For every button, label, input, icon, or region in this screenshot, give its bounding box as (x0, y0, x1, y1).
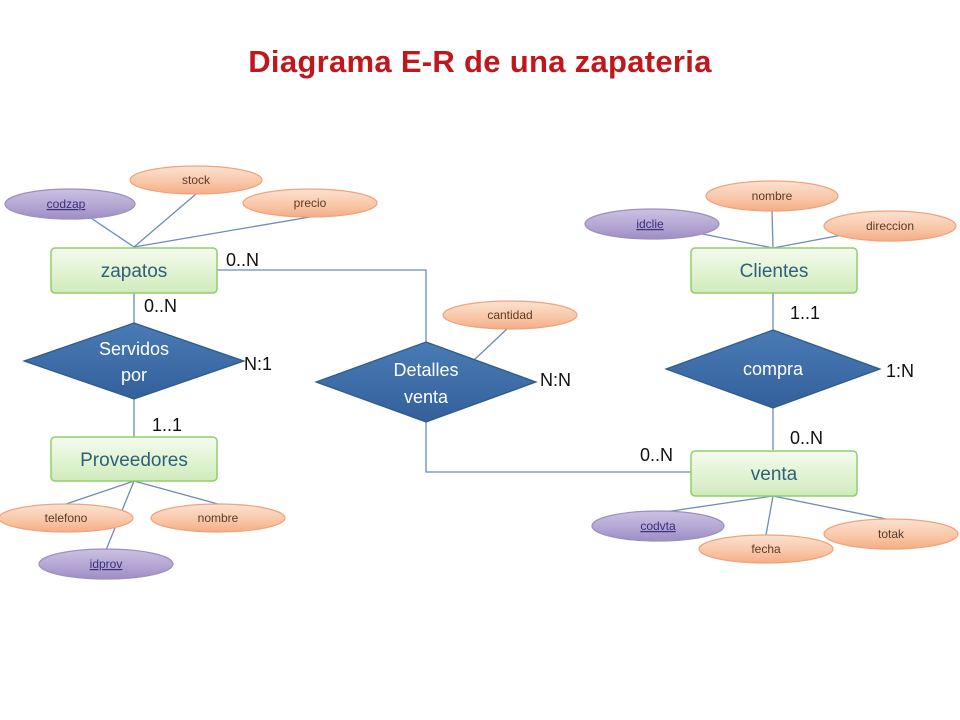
cardinality-venta-detalles: 0..N (640, 445, 673, 465)
attribute-nombre-cliente[interactable]: nombre (705, 180, 839, 212)
cardinality-venta-compra: 0..N (790, 428, 823, 448)
attribute-stock[interactable]: stock (129, 165, 263, 195)
attribute-codzap-label: codzap (47, 197, 86, 211)
relationship-detalles-venta-line1: Detalles (393, 360, 458, 380)
attribute-nombre-proveedor-label: nombre (198, 511, 239, 525)
attribute-totak[interactable]: totak (823, 518, 959, 550)
attribute-idclie[interactable]: idclie (584, 208, 720, 240)
attribute-totak-label: totak (878, 527, 905, 541)
entity-venta-label: venta (751, 464, 798, 485)
entity-zapatos[interactable]: zapatos (50, 247, 218, 294)
attribute-codzap[interactable]: codzap (4, 188, 136, 220)
entity-zapatos-label: zapatos (101, 261, 168, 282)
relationship-compra[interactable]: compra (664, 329, 882, 409)
attribute-idprov-label: idprov (90, 557, 123, 571)
attribute-cantidad[interactable]: cantidad (442, 300, 578, 330)
entity-proveedores-label: Proveedores (80, 450, 188, 471)
entity-clientes[interactable]: Clientes (690, 247, 858, 294)
relationship-detalles-venta-line2: venta (404, 387, 449, 407)
cardinality-proveedores-servidos: 1..1 (152, 415, 182, 435)
relationship-servidos-por-line2: por (121, 365, 147, 385)
attribute-direccion-label: direccion (866, 219, 914, 233)
line-venta-fecha (765, 495, 774, 536)
relationship-servidos-por-line1: Servidos (99, 339, 169, 359)
attribute-codvta[interactable]: codvta (591, 510, 725, 542)
relationship-detalles-venta[interactable]: Detalles venta (314, 341, 538, 423)
attribute-fecha[interactable]: fecha (698, 534, 834, 564)
line-zapatos-detalles (217, 269, 427, 342)
attribute-telefono[interactable]: telefono (0, 503, 134, 533)
cardinality-compra-ratio: 1:N (886, 361, 914, 381)
attribute-precio-label: precio (294, 196, 327, 210)
line-cantidad-detalles (473, 327, 509, 361)
line-precio-zapatos (133, 216, 311, 248)
entity-venta[interactable]: venta (690, 450, 858, 497)
cardinality-detalles-ratio: N:N (540, 370, 571, 390)
attribute-precio[interactable]: precio (242, 188, 378, 218)
line-venta-codvta (657, 495, 774, 514)
attribute-idprov[interactable]: idprov (38, 548, 174, 580)
attribute-telefono-label: telefono (45, 511, 88, 525)
entity-clientes-label: Clientes (740, 261, 809, 282)
attribute-idclie-label: idclie (636, 217, 664, 231)
attribute-nombre-proveedor[interactable]: nombre (150, 503, 286, 533)
page-title: Diagrama E-R de una zapateria (248, 44, 712, 79)
cardinality-servidos-ratio: N:1 (244, 354, 272, 374)
line-detalles-venta (425, 422, 691, 473)
relationship-servidos-por[interactable]: Servidos por (22, 322, 246, 400)
cardinality-labels: 0..N 0..N N:1 1..1 N:N 0..N 1..1 1:N 0..… (144, 250, 914, 465)
cardinality-zapatos-detalles: 0..N (226, 250, 259, 270)
cardinality-clientes-compra: 1..1 (790, 303, 820, 323)
line-venta-totak (772, 495, 892, 521)
attribute-stock-label: stock (182, 173, 211, 187)
line-proveedores-telefono (65, 480, 135, 505)
attribute-codvta-label: codvta (640, 519, 676, 533)
attribute-cantidad-label: cantidad (487, 308, 532, 322)
entity-proveedores[interactable]: Proveedores (50, 436, 218, 482)
relationship-compra-label: compra (743, 359, 804, 379)
attribute-fecha-label: fecha (751, 542, 781, 556)
line-nombre-clientes (771, 210, 774, 249)
line-proveedores-nombre (133, 480, 219, 505)
attribute-direccion[interactable]: direccion (823, 210, 957, 242)
line-stock-zapatos (133, 193, 197, 248)
attribute-nombre-cliente-label: nombre (752, 189, 793, 203)
cardinality-zapatos-servidos: 0..N (144, 296, 177, 316)
